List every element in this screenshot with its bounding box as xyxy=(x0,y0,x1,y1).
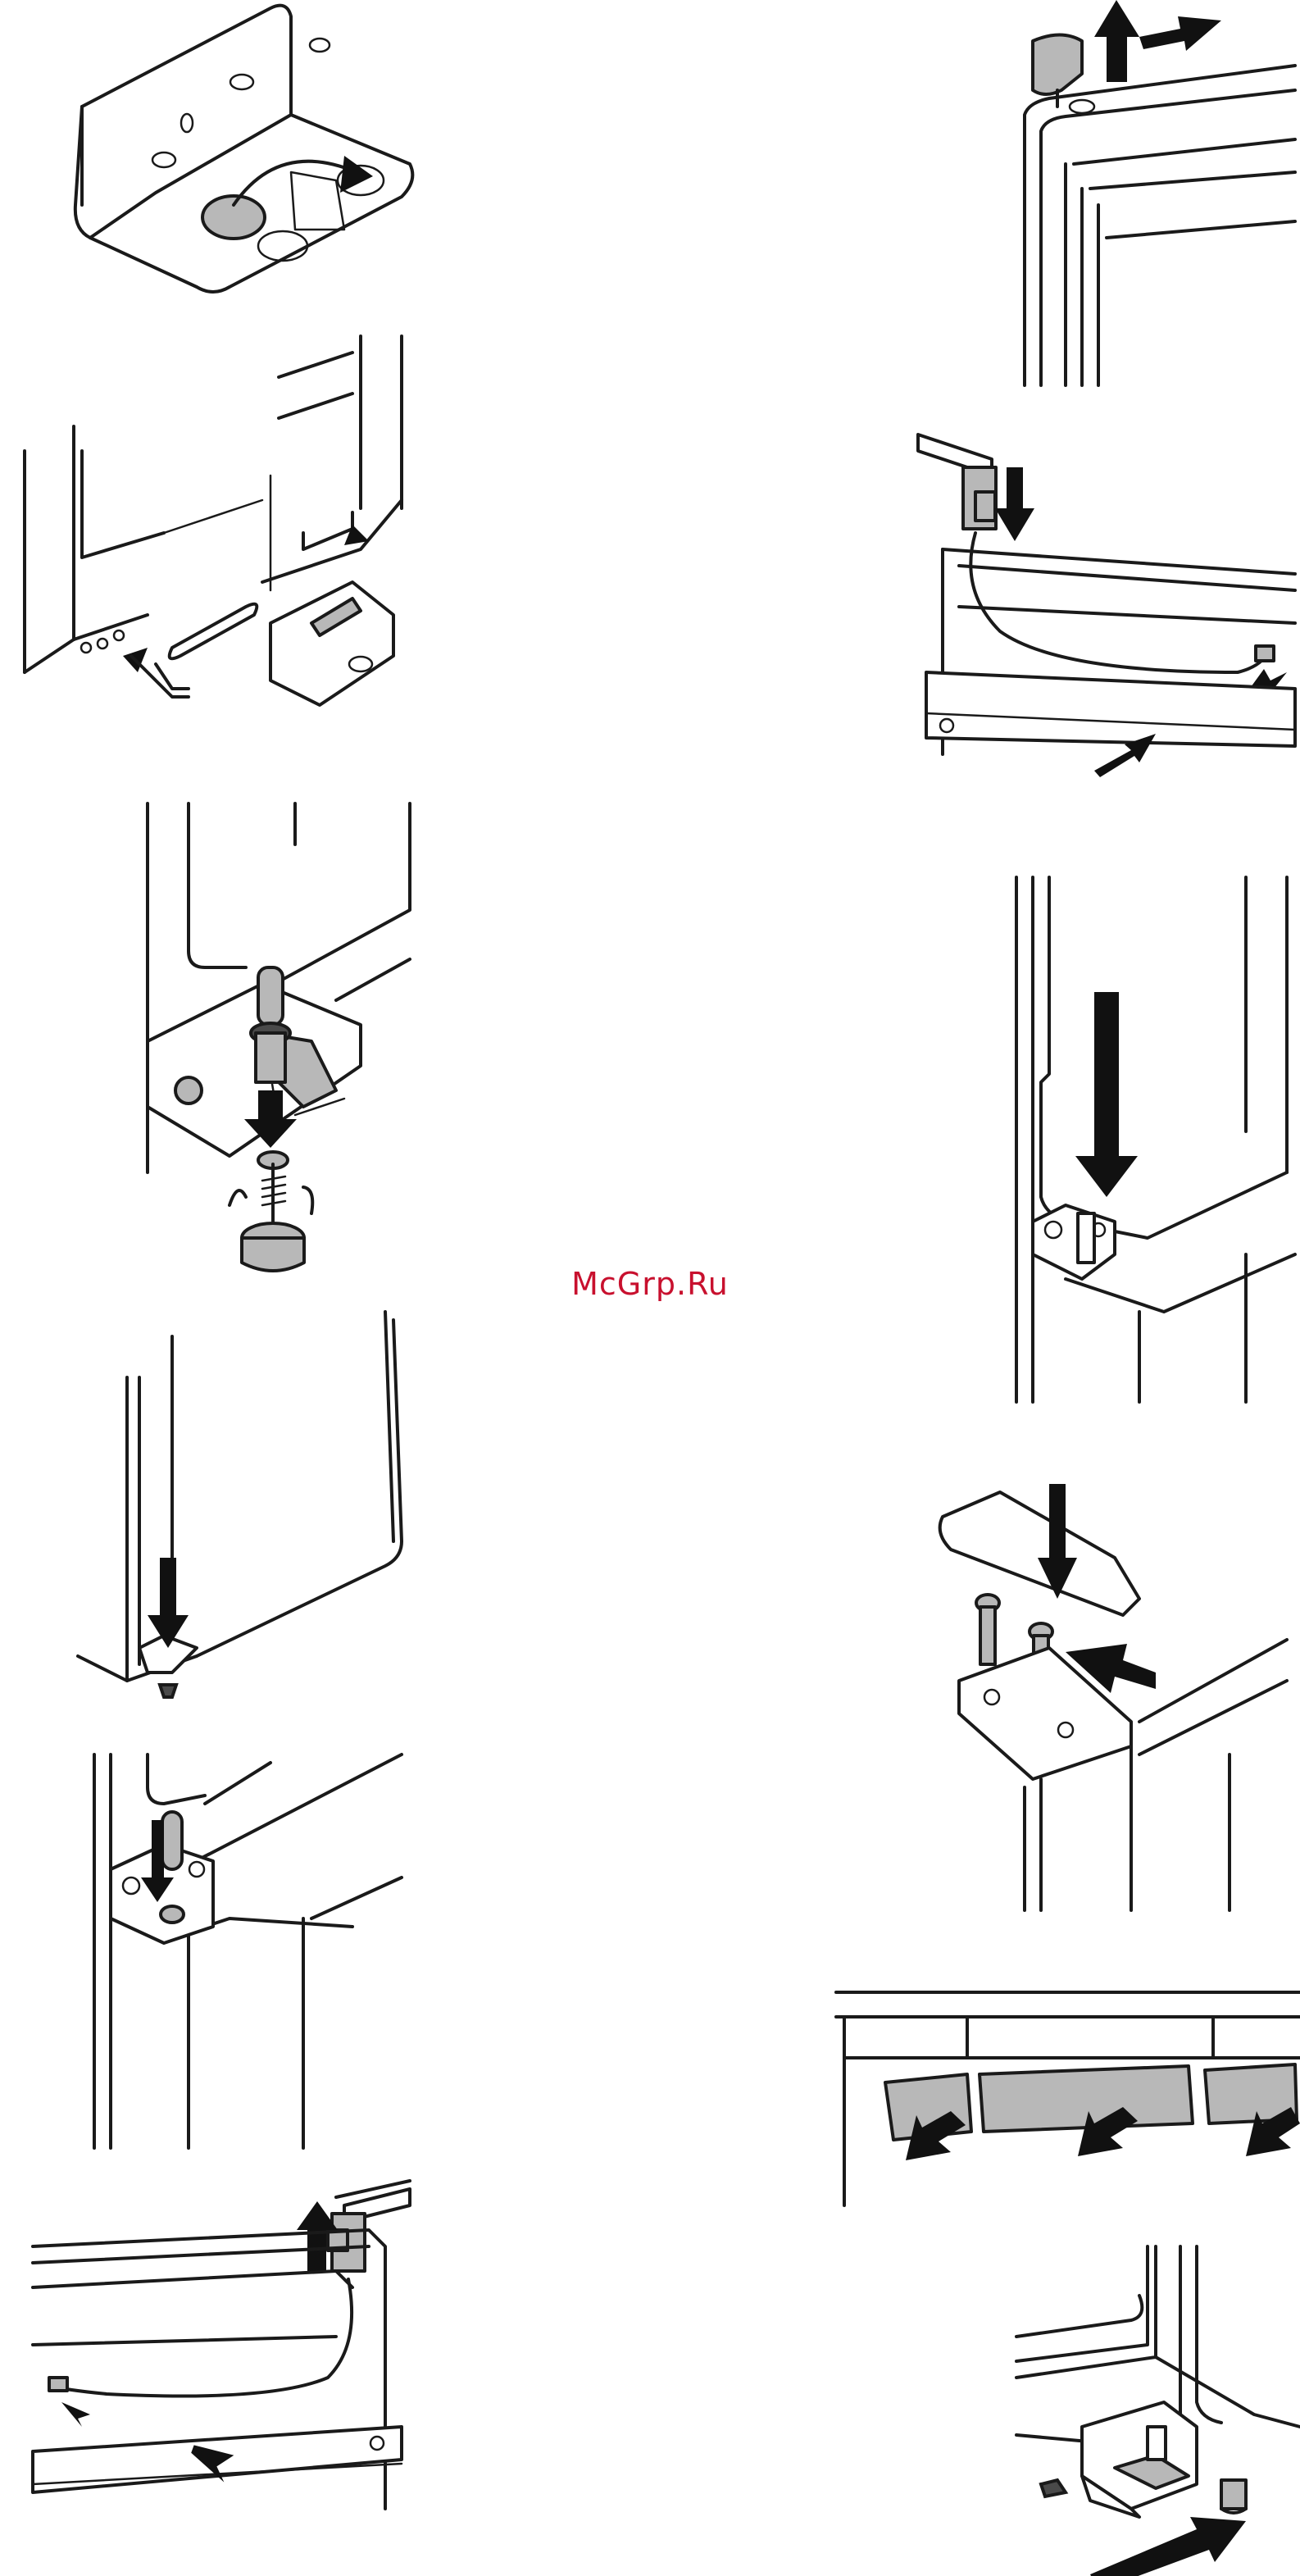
cover-strip-insert-icon xyxy=(828,1968,1300,2214)
hinge-pin-and-foot-icon xyxy=(66,795,426,1287)
top-cover-refit-figure xyxy=(910,426,1300,779)
top-hinge-cap-removal-icon xyxy=(1016,0,1300,385)
top-cover-refit-cable-icon xyxy=(910,426,1300,779)
hinge-pin-foot-figure xyxy=(66,795,426,1287)
top-hinge-screws-figure xyxy=(902,1476,1300,1918)
door-hung-top-figure xyxy=(1000,869,1300,1410)
door-lowered-figure xyxy=(66,1312,426,1722)
hinge-bracket-figure xyxy=(66,0,418,312)
watermark-text: McGrp.Ru xyxy=(0,1266,1300,1302)
cover-strip-figure xyxy=(828,1968,1300,2214)
top-cover-lift-cable-icon xyxy=(25,2181,418,2558)
top-cover-lift-figure xyxy=(25,2181,418,2558)
hinge-bracket-with-plug-icon xyxy=(66,0,418,312)
bottom-hinge-foot-push-icon xyxy=(1008,2238,1300,2574)
top-hinge-cap-figure xyxy=(1016,0,1300,385)
middle-hinge-pin-icon xyxy=(82,1746,426,2156)
top-hinge-screws-and-cover-icon xyxy=(902,1476,1300,1918)
door-lowered-on-pin-icon xyxy=(66,1312,426,1722)
door-bottom-hinge-parts-icon xyxy=(0,328,426,721)
middle-hinge-figure xyxy=(82,1746,426,2156)
bottom-foot-figure xyxy=(1008,2238,1300,2574)
door-bottom-hinge-figure xyxy=(0,328,426,721)
door-hung-on-top-pin-icon xyxy=(1000,869,1300,1410)
